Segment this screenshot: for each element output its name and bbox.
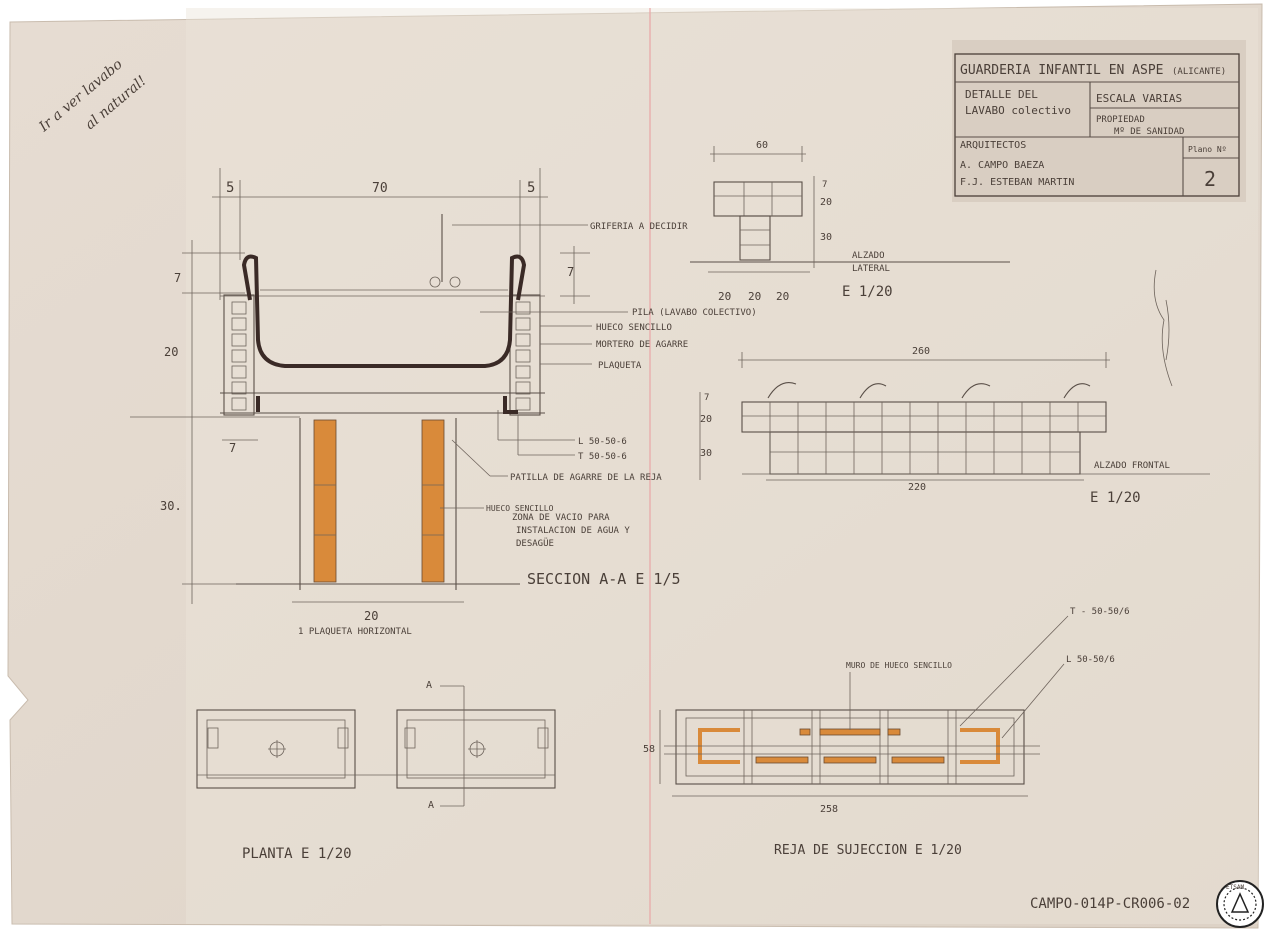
paper-sheet <box>7 3 1263 929</box>
title-block: GUARDERIA INFANTIL EN ASPE (ALICANTE) DE… <box>952 40 1246 202</box>
lateral-dim-20: 20 <box>820 197 832 208</box>
label-patilla: PATILLA DE AGARRE DE LA REJA <box>510 473 662 483</box>
detail-line-2: LAVABO colectivo <box>965 104 1071 117</box>
project-title: GUARDERIA INFANTIL EN ASPE <box>960 63 1164 78</box>
reja-dim-258: 258 <box>820 804 838 815</box>
planta-mark-a-bottom: A <box>428 800 434 811</box>
dim-left-7: 7 <box>174 271 181 285</box>
reja-dim-58: 58 <box>643 744 655 755</box>
reja: 58 258 T - 50-50/6 L 50-50/6 MURO DE HUE… <box>643 607 1130 858</box>
sink-bowl <box>241 254 527 368</box>
project-location: (ALICANTE) <box>1172 67 1226 77</box>
frontal-label: ALZADO FRONTAL <box>1094 461 1170 471</box>
archive-code: CAMPO-014P-CR006-02 <box>1030 896 1190 912</box>
reja-muro-label: MURO DE HUECO SENCILLO <box>846 661 952 670</box>
section-a-a: 5 70 5 7 20 30. 7 <box>130 168 757 637</box>
section-caption: SECCION A-A E 1/5 <box>527 570 681 588</box>
dim-left-5: 5 <box>226 180 234 196</box>
label-plaqueta: PLAQUETA <box>598 361 642 371</box>
architects-label: ARQUITECTOS <box>960 140 1026 151</box>
label-zona-1: ZONA DE VACIO PARA <box>512 513 610 523</box>
frontal-dim-260: 260 <box>912 346 930 357</box>
reja-caption: REJA DE SUJECCION E 1/20 <box>774 843 962 858</box>
frontal-dim-220: 220 <box>908 482 926 493</box>
label-plaqueta-horizontal: 1 PLAQUETA HORIZONTAL <box>298 627 412 637</box>
planta: A A PLANTA E 1/20 <box>196 680 556 862</box>
lateral-scale: E 1/20 <box>842 284 893 300</box>
architect-1: A. CAMPO BAEZA <box>960 160 1044 171</box>
pencil-sketch <box>1153 269 1173 387</box>
label-pila: PILA (LAVABO COLECTIVO) <box>632 308 757 318</box>
alzado-frontal: 260 7 20 30 220 ALZADO FRONTAL E 1/20 <box>699 346 1210 506</box>
label-zona-3: DESAGÜE <box>516 538 554 549</box>
label-l-profile: L 50-50-6 <box>578 437 627 447</box>
planta-mark-a-top: A <box>426 680 432 691</box>
property-value: Mº DE SANIDAD <box>1114 127 1184 137</box>
frontal-dim-7: 7 <box>704 393 709 403</box>
lateral-label-1: ALZADO <box>852 251 885 261</box>
lateral-dim-20c: 20 <box>776 290 789 303</box>
label-hueco-2: HUECO SENCILLO <box>486 504 554 513</box>
frontal-scale: E 1/20 <box>1090 490 1141 506</box>
dim-bottom-7: 7 <box>229 441 236 455</box>
reja-l-label: L 50-50/6 <box>1066 655 1115 665</box>
dim-left-30: 30. <box>160 499 182 513</box>
frontal-dim-30: 30 <box>700 448 712 459</box>
label-griferia: GRIFERIA A DECIDIR <box>590 222 688 232</box>
dim-right-7: 7 <box>567 265 574 279</box>
plano-value: 2 <box>1204 167 1216 191</box>
label-t-profile: T 50-50-6 <box>578 452 627 462</box>
svg-text:ETSAM: ETSAM <box>1226 884 1244 891</box>
planta-caption: PLANTA E 1/20 <box>242 846 352 862</box>
label-hueco-1: HUECO SENCILLO <box>596 323 672 333</box>
alzado-lateral: 60 7 20 30 20 20 20 ALZADO LATERAL E 1/2… <box>690 140 1010 303</box>
lateral-dim-20a: 20 <box>718 290 731 303</box>
lateral-label-2: LATERAL <box>852 264 890 274</box>
lateral-dim-60: 60 <box>756 140 768 151</box>
plano-label: Plano Nº <box>1188 145 1227 154</box>
dim-bottom-20: 20 <box>364 609 378 623</box>
etsam-seal: ETSAM <box>1216 880 1264 928</box>
dim-right-5: 5 <box>527 180 535 196</box>
label-zona-2: INSTALACION DE AGUA Y <box>516 526 630 536</box>
reja-t-label: T - 50-50/6 <box>1070 607 1130 617</box>
lateral-dim-20b: 20 <box>748 290 761 303</box>
scale-label: ESCALA VARIAS <box>1096 92 1182 105</box>
frontal-dim-20: 20 <box>700 414 712 425</box>
dim-left-20: 20 <box>164 345 178 359</box>
label-mortero: MORTERO DE AGARRE <box>596 340 688 350</box>
lateral-dim-30: 30 <box>820 232 832 243</box>
dim-top-70: 70 <box>372 181 388 196</box>
detail-line-1: DETALLE DEL <box>965 88 1038 101</box>
lateral-dim-7: 7 <box>822 180 827 190</box>
architect-2: F.J. ESTEBAN MARTIN <box>960 177 1074 188</box>
property-label: PROPIEDAD <box>1096 115 1145 125</box>
